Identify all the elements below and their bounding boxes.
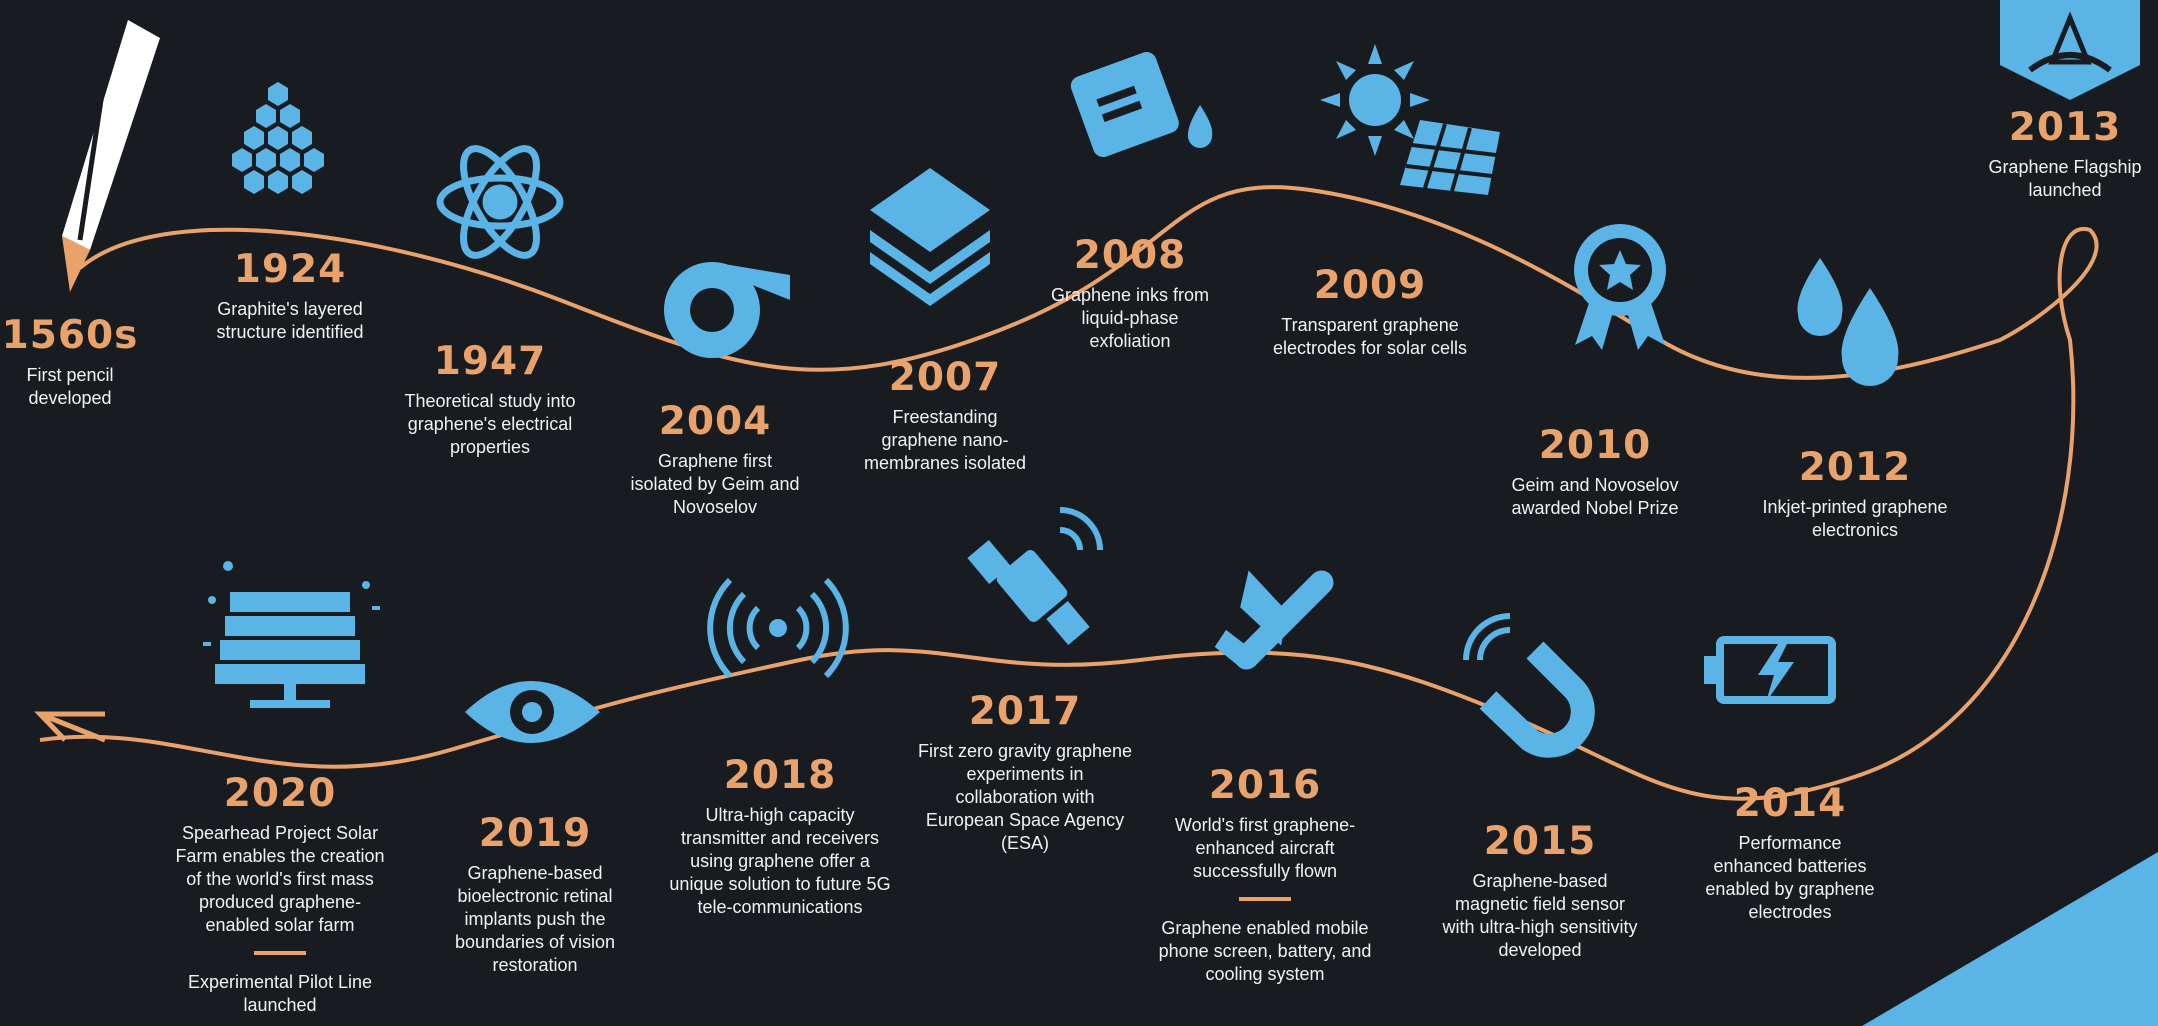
event-2004: 2004 Graphene first isolated by Geim and… [630,400,800,519]
sun-solar-panel-icon [1320,44,1500,195]
battery-icon [1704,636,1836,704]
event-description: Transparent graphene electrodes for sola… [1272,315,1468,358]
event-2018: 2018 Ultra-high capacity transmitter and… [665,754,895,919]
event-year: 2012 [1798,445,1912,490]
magnet-icon [1463,613,1595,758]
top-wave-line [39,185,2099,801]
flagship-logo-icon [2000,0,2140,100]
hexagon-lattice-icon [232,82,324,194]
event-2020: 2020 Spearhead Project Solar Farm enable… [170,772,390,1017]
event-2008: 2008 Graphene inks from liquid-phase exf… [1040,234,1220,353]
event-2019: 2019 Graphene-based bioelectronic retina… [430,812,640,977]
event-year: 2018 [723,753,837,798]
event-description: Spearhead Project Solar Farm enables the… [175,823,385,935]
solar-panel-icon [203,561,380,708]
event-description: Graphene inks from liquid-phase exfoliat… [1050,285,1210,351]
event-description: Theoretical study into graphene's electr… [404,391,576,457]
pencil-icon [62,20,160,292]
event-description: Graphene first isolated by Geim and Novo… [630,451,800,517]
event-year: 2009 [1313,263,1427,308]
event-description: Geim and Novoselov awarded Nobel Prize [1511,475,1679,518]
ink-beaker-icon [1070,52,1213,158]
event-description: Freestanding graphene nano-membranes iso… [863,407,1027,473]
event-description: First pencil developed [26,365,114,408]
event-year: 2004 [658,399,772,444]
event-year: 2015 [1483,819,1597,864]
event-year: 2008 [1073,233,1187,278]
event-extra: Graphene enabled mobile phone screen, ba… [1158,918,1372,984]
event-2013: 2013 Graphene Flagship launched [1975,106,2155,202]
event-year: 2020 [223,771,337,816]
event-year: 2007 [888,355,1002,400]
divider [1239,897,1291,901]
layers-icon [870,168,990,306]
event-description: World's first graphene-enhanced aircraft… [1174,815,1356,881]
event-2010: 2010 Geim and Novoselov awarded Nobel Pr… [1510,424,1680,520]
event-year: 2019 [478,811,592,856]
eye-icon [465,681,600,743]
event-description: First zero gravity graphene experiments … [917,741,1133,853]
event-year: 1924 [233,247,347,292]
event-1924: 1924 Graphite's layered structure identi… [190,248,390,344]
event-description: Graphene-based bioelectronic retinal imp… [454,863,616,975]
event-description: Graphite's layered structure identified [216,299,364,342]
event-year: 2010 [1538,423,1652,468]
tape-roll-icon [664,262,790,358]
award-ribbon-icon [1574,224,1666,350]
event-2015: 2015 Graphene-based magnetic field senso… [1440,820,1640,962]
event-description: Ultra-high capacity transmitter and rece… [669,805,891,917]
event-extra: Experimental Pilot Line launched [187,972,373,1015]
event-2012: 2012 Inkjet-printed graphene electronics [1760,446,1950,542]
event-2014: 2014 Performance enhanced batteries enab… [1700,782,1880,924]
event-year: 2013 [2008,105,2122,150]
event-year: 2017 [968,689,1082,734]
ink-drops-icon [1797,258,1899,386]
event-description: Graphene Flagship launched [1988,157,2142,200]
event-description: Performance enhanced batteries enabled b… [1705,833,1875,922]
airplane-icon [1214,570,1334,670]
event-description: Graphene-based magnetic field sensor wit… [1442,871,1638,960]
event-description: Inkjet-printed graphene electronics [1762,497,1948,540]
divider [254,951,306,955]
event-2016: 2016 World's first graphene-enhanced air… [1150,764,1380,986]
event-year: 2014 [1733,781,1847,826]
event-2017: 2017 First zero gravity graphene experim… [915,690,1135,855]
event-year: 1560s [1,313,139,358]
satellite-icon [967,507,1103,646]
event-2007: 2007 Freestanding graphene nano-membrane… [860,356,1030,475]
event-1560s: 1560s First pencil developed [0,314,140,410]
event-year: 1947 [433,339,547,384]
wireless-signal-icon [707,577,849,679]
event-1947: 1947 Theoretical study into graphene's e… [400,340,580,459]
event-year: 2016 [1208,763,1322,808]
atom-icon [436,145,564,259]
corner-decoration [1862,852,2158,1026]
event-2009: 2009 Transparent graphene electrodes for… [1270,264,1470,360]
